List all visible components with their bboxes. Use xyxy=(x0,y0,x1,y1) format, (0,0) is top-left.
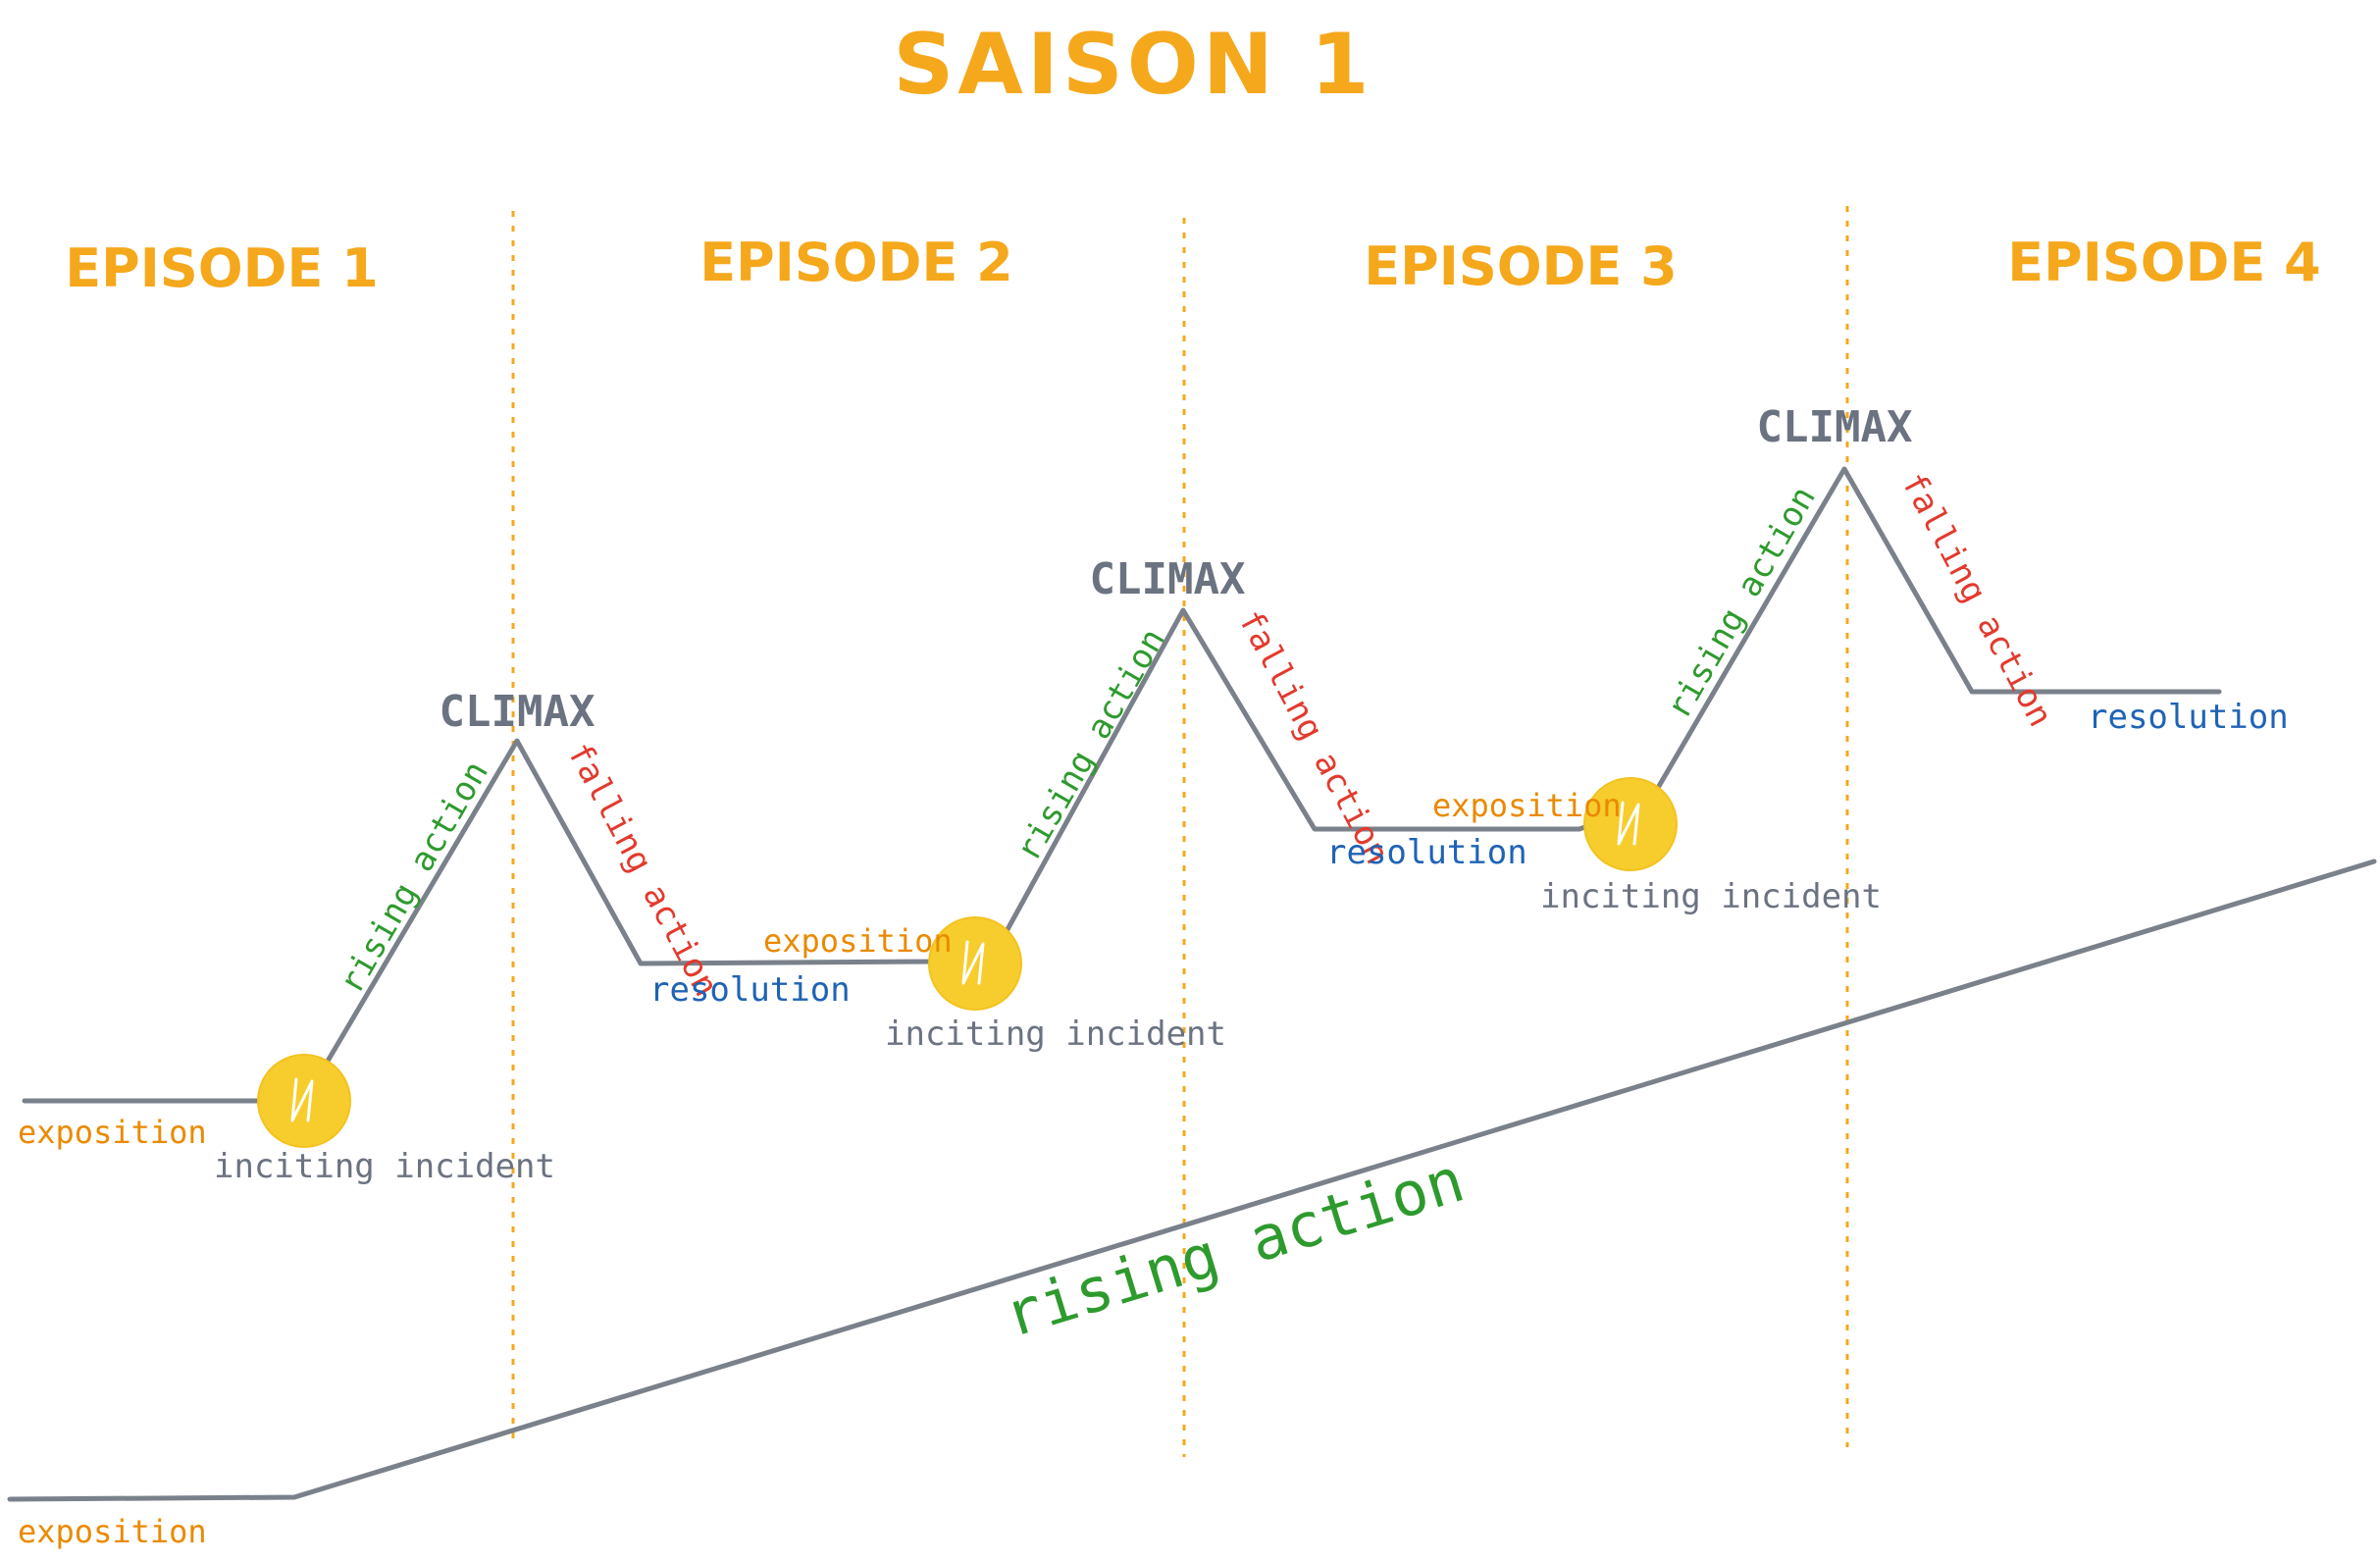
resolution-label-ep1: resolution xyxy=(649,970,851,1010)
resolution-label-ep2: resolution xyxy=(1326,833,1527,872)
climax-label-1: CLIMAX xyxy=(440,687,595,737)
season-arc-line xyxy=(7,859,2377,1502)
lightning-icon xyxy=(961,940,985,985)
episode-1-header: EPISODE 1 xyxy=(65,237,378,299)
rising-label-ep1: rising action xyxy=(332,755,496,1000)
inciting-incident-1 xyxy=(257,1054,351,1148)
climax-label-2: CLIMAX xyxy=(1090,554,1246,604)
inciting-label-ep1: inciting incident xyxy=(214,1147,555,1186)
season-title: SAISON 1 xyxy=(893,16,1372,114)
rising-label-ep3: rising action xyxy=(1659,480,1824,725)
exposition-label-ep2: exposition xyxy=(763,922,953,960)
episode-arcs-line xyxy=(22,466,2222,1104)
episode-4-header: EPISODE 4 xyxy=(2007,232,2320,293)
inciting-label-ep3: inciting incident xyxy=(1540,877,1882,916)
inciting-incident-3 xyxy=(1583,777,1678,871)
lightning-icon xyxy=(290,1077,314,1122)
climax-label-3: CLIMAX xyxy=(1757,402,1913,452)
resolution-label-ep3: resolution xyxy=(2088,698,2289,737)
rising-label-ep2: rising action xyxy=(1009,622,1173,867)
lightning-icon xyxy=(1617,801,1640,846)
season-rising-label: rising action xyxy=(996,1144,1472,1352)
inciting-incident-2 xyxy=(928,916,1022,1011)
inciting-label-ep2: inciting incident xyxy=(885,1015,1226,1054)
exposition-label-ep3: exposition xyxy=(1432,787,1622,824)
episode-2-header: EPISODE 2 xyxy=(699,232,1012,293)
exposition-label-ep1: exposition xyxy=(18,1114,207,1151)
episode-3-header: EPISODE 3 xyxy=(1364,235,1677,297)
season-exposition-label: exposition xyxy=(18,1513,207,1550)
